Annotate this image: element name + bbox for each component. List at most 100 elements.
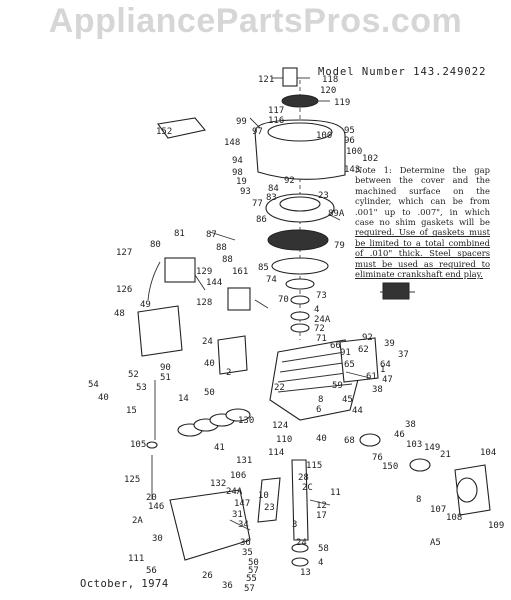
part-label: 103	[406, 440, 422, 450]
part-label: 65	[344, 360, 355, 370]
part-label: 120	[320, 86, 336, 96]
part-label: 88	[216, 243, 227, 253]
part-label: 99	[236, 117, 247, 127]
part-label: 102	[362, 154, 378, 164]
part-label: 11	[330, 488, 341, 498]
part-label: 130	[238, 416, 254, 426]
part-label: 118	[322, 75, 338, 85]
part-label: 87	[206, 230, 217, 240]
part-label: 55	[246, 574, 257, 584]
part-label: 8	[416, 495, 421, 505]
part-label: 58	[318, 544, 329, 554]
part-label: 46	[394, 430, 405, 440]
watermark: AppliancePartsPros.com	[48, 2, 463, 40]
part-label: 128	[196, 298, 212, 308]
part-label: 114	[268, 448, 284, 458]
side-cover-part	[339, 337, 379, 383]
part-label: 84	[268, 184, 279, 194]
part-label: 20	[146, 493, 157, 503]
part-label: 105	[130, 440, 146, 450]
part-label: 10	[258, 491, 269, 501]
part-label: 35	[242, 548, 253, 558]
leader-lines	[194, 77, 415, 531]
part-label: 71	[316, 334, 327, 344]
sump-base-part	[169, 489, 251, 561]
part-label: 68	[344, 436, 355, 446]
part-label: 108	[446, 513, 462, 523]
part-label: 56	[146, 566, 157, 576]
part-label: 26	[202, 571, 213, 581]
part-label: 8	[318, 395, 323, 405]
part-label: 146	[148, 502, 164, 512]
part-label: 50	[204, 388, 215, 398]
part-label: 79	[334, 241, 345, 251]
carburetor-part	[164, 257, 196, 283]
model-number-label: Model Number 143.249022	[318, 66, 487, 78]
part-label: 1	[380, 365, 385, 375]
starter-cup-part	[282, 67, 298, 87]
part-label: 21	[440, 450, 451, 460]
lower-seal-part	[291, 557, 309, 567]
part-label: 36	[222, 581, 233, 591]
part-label: 30	[152, 534, 163, 544]
part-label: 100	[316, 131, 332, 141]
part-label: 23	[318, 191, 329, 201]
bracket-plate-part	[217, 335, 248, 375]
decal-part	[157, 117, 207, 139]
part-label: 74	[266, 275, 277, 285]
part-label: 106	[230, 471, 246, 481]
part-label: 92	[284, 176, 295, 186]
part-label: 51	[160, 373, 171, 383]
part-label: 109	[488, 521, 504, 531]
part-label: 62	[358, 345, 369, 355]
part-label: 13	[300, 568, 311, 578]
part-label: 40	[204, 359, 215, 369]
part-label: 34	[238, 520, 249, 530]
part-label: 125	[124, 475, 140, 485]
part-label: 76	[372, 453, 383, 463]
part-label: 2A	[132, 516, 143, 526]
part-label: 94	[232, 156, 243, 166]
part-label: 2	[226, 368, 231, 378]
part-label: 19	[236, 177, 247, 187]
part-label: 3	[292, 520, 297, 530]
part-label: 107	[430, 505, 446, 515]
part-label: 45	[342, 395, 353, 405]
cam-gear-part	[409, 458, 431, 472]
part-label: 98	[232, 168, 243, 178]
pulley-part	[456, 477, 478, 503]
part-label: 24A	[314, 315, 331, 325]
part-label: 15	[126, 406, 137, 416]
part-label: 104	[480, 448, 496, 458]
lower-washer-part	[291, 543, 309, 553]
flywheel-hub-part	[279, 196, 321, 212]
part-label: 72	[314, 324, 325, 334]
part-label: 131	[236, 456, 252, 466]
part-label: 115	[306, 461, 322, 471]
part-label: 17	[316, 511, 327, 521]
part-label: 129	[196, 267, 212, 277]
part-label: 148	[224, 138, 240, 148]
air-filter-part	[137, 305, 183, 357]
part-label: 132	[210, 479, 226, 489]
part-label: 70	[278, 295, 289, 305]
part-label: 110	[276, 435, 292, 445]
part-label: 2C	[302, 483, 313, 493]
part-label: 4	[314, 305, 319, 315]
part-label: 86	[256, 215, 267, 225]
part-label: 24	[296, 538, 307, 548]
dipstick-cap-part	[146, 441, 158, 449]
blower-opening-part	[267, 122, 333, 142]
part-label: 24A	[226, 487, 243, 497]
part-label: 14	[178, 394, 189, 404]
part-label: 50	[248, 558, 259, 568]
part-label: 37	[398, 350, 409, 360]
part-label: 41	[214, 443, 225, 453]
part-label: 28	[298, 473, 309, 483]
part-label: 54	[88, 380, 99, 390]
part-label: 24	[202, 337, 213, 347]
fuel-line-part	[147, 261, 161, 301]
part-label: 44	[352, 406, 363, 416]
part-label: 92	[362, 333, 373, 343]
governor-gear-part	[359, 433, 381, 447]
